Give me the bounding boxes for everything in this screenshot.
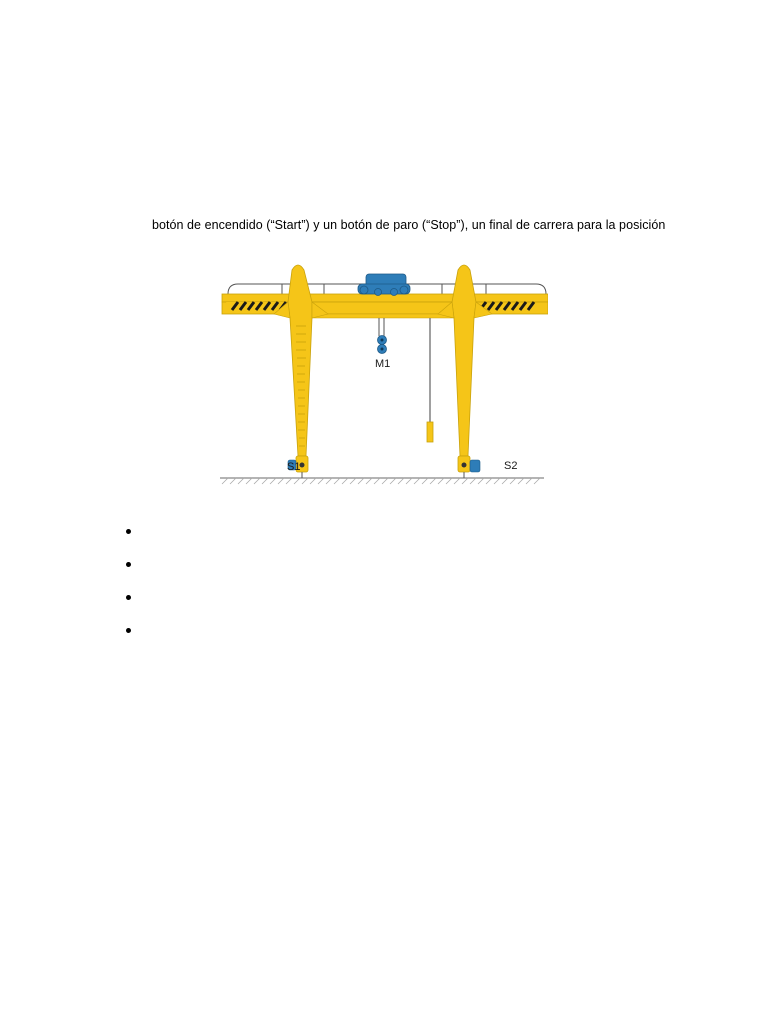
sensor-s1-label: S1 [287,461,300,473]
right-leg [437,264,493,478]
bullet-dot [126,529,131,534]
hook-cable [426,318,434,443]
bullet-dot [126,562,131,567]
motor-label: M1 [375,358,390,370]
main-girder [221,293,548,319]
hazard-stripes-right [478,301,536,311]
motor-m1 [377,318,387,354]
sensor-s2-label: S2 [504,460,517,472]
body-text-line: botón de encendido (“Start”) y un botón … [152,218,666,232]
left-leg [273,264,329,478]
bullet-dot [126,595,131,600]
trolley [357,273,411,296]
sensor-s1 [287,459,297,471]
bullet-dot [126,628,131,633]
ground-line [220,477,544,485]
gantry-crane-figure: M1 S1 S2 [218,256,548,488]
sensor-s2 [469,459,481,473]
